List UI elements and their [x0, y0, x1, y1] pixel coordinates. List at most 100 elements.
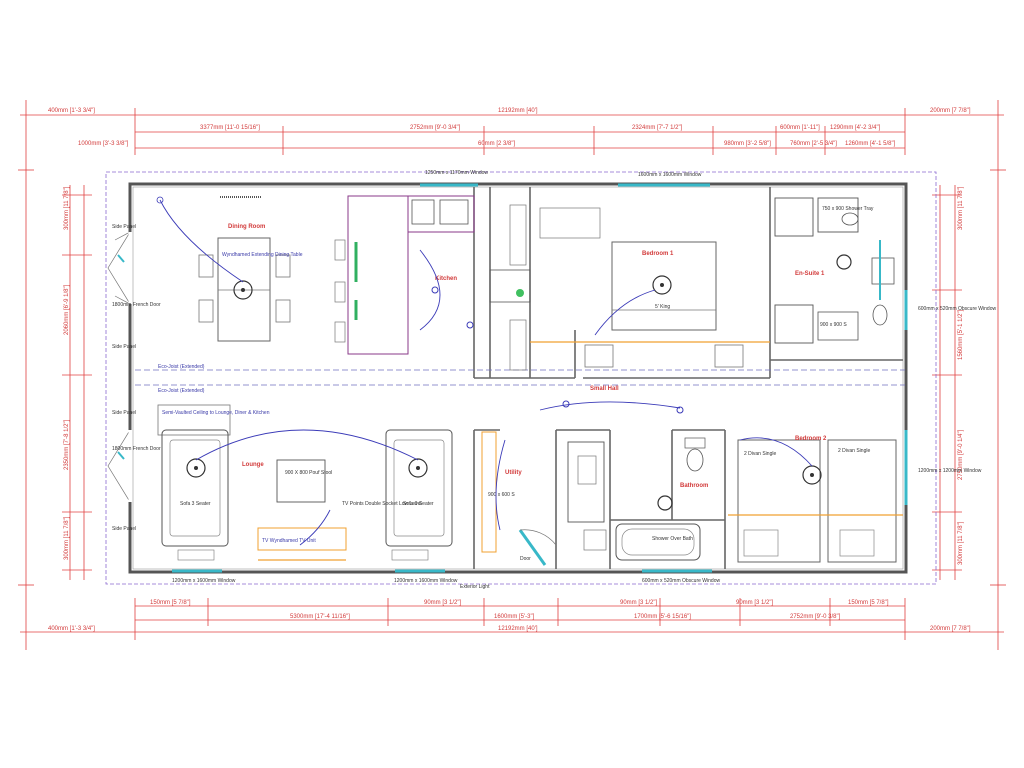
- external-walls: [128, 182, 908, 574]
- french-door-label-1: 1800mm French Door: [112, 302, 161, 308]
- pendant-light-icon: [233, 280, 253, 300]
- pouf-icon: [276, 459, 326, 503]
- bedroom-2: Bedroom 2 2 Divan Single 2 Divan Single: [728, 436, 903, 563]
- tv-unit-label: TV Wyndhamed TV Unit: [262, 538, 316, 544]
- side-panel-label-2: Side Panel: [112, 344, 136, 350]
- site-outline: [105, 171, 937, 585]
- dim-bottom-inner-2: 90mm [3 1/2"]: [424, 600, 461, 606]
- dim-bottom-inner-3: 90mm [3 1/2"]: [620, 600, 657, 606]
- window-br-label: 600mm x 520mm Obscure Window: [642, 578, 720, 584]
- window-bl-label: 1200mm x 1600mm Window: [172, 578, 236, 584]
- lounge-area: Semi-Vaulted Ceiling to Lounge, Diner & …: [157, 404, 453, 561]
- room-hall: Small Hall: [590, 386, 619, 392]
- pouf-label: 900 X 800 Pouf Stool: [285, 470, 332, 476]
- window-right2-label: 1200mm x 1200mm Window: [918, 468, 982, 474]
- dim-bottom-right: 200mm [7 7/8"]: [930, 626, 971, 632]
- dim-top-inner-5: 1260mm [4'-1 5/8"]: [845, 141, 896, 147]
- sofa1-label: Sofa 3 Seater: [180, 501, 211, 507]
- dim-bottom-inner-4: 90mm [3 1/2"]: [736, 600, 773, 606]
- room-ensuite: En-Suite 1: [795, 271, 825, 277]
- french-doors: [107, 231, 132, 503]
- dim-bottom-mid-1: 5300mm [17'-4 11/16"]: [290, 614, 350, 620]
- tv-points-label: TV Points Double Socket Low Level: [342, 501, 422, 507]
- window-right1-label: 600mm x 520mm Obscure Window: [918, 306, 996, 312]
- ensuite-unit-label: 900 x 900 S: [820, 322, 847, 328]
- bed2-right-label: 2 Divan Single: [838, 448, 870, 454]
- side-panel-label-4: Side Panel: [112, 526, 136, 532]
- dim-right-4: 300mm [11 7/8"]: [958, 521, 964, 565]
- bed-king-label: 5' King: [655, 304, 670, 310]
- dim-bottom-mid-3: 1700mm [5'-6 15/16"]: [634, 614, 691, 620]
- toilet-icon: [841, 212, 859, 226]
- dim-top-mid-4: 600mm [1'-11"]: [780, 125, 820, 131]
- sofa-right-icon: [385, 429, 453, 547]
- dim-top-right: 200mm [7 7/8"]: [930, 108, 971, 114]
- beam-top-label: Eco-Joist (Extended): [158, 364, 205, 370]
- bathroom-toilet-icon: [686, 448, 704, 472]
- dim-bottom-mid-2: 1600mm [5'-3"]: [494, 614, 535, 620]
- dim-top-total: 12192mm [40']: [498, 108, 538, 114]
- hall-area: Small Hall: [539, 386, 684, 414]
- dimension-labels: 400mm [1'-3 3/4"] 12192mm [40'] 200mm [7…: [48, 108, 971, 632]
- sink-icon: [411, 199, 435, 225]
- dim-bottom-total: 12192mm [40']: [498, 626, 538, 632]
- shower-tray-icon: [817, 197, 859, 233]
- eco-joists: Eco-Joist (Extended) Eco-Joist (Extended…: [135, 364, 905, 394]
- dim-bottom-left: 400mm [1'-3 3/4"]: [48, 626, 95, 632]
- dim-left-1: 300mm [11 7/8"]: [64, 186, 70, 230]
- door-label: Door: [520, 556, 531, 562]
- dim-bottom-mid-4: 2752mm [9'-0 3/8"]: [790, 614, 841, 620]
- window-bm-label: 1200mm x 1600mm Window: [394, 578, 458, 584]
- dim-top-inner-1: 1000mm [3'-3 3/8"]: [78, 141, 129, 147]
- window-labels: 1250mm x 1170mm Window 1600mm x 1600mm W…: [112, 170, 996, 590]
- dim-top-mid-3: 2324mm [7'-7 1/2"]: [632, 125, 683, 131]
- utility-area: Utility 900 x 600 S Door: [481, 431, 557, 566]
- dim-top-inner-3: 980mm [3'-2 5/8"]: [724, 141, 771, 147]
- bathroom-area: Shower Over Bath Bathroom: [567, 437, 708, 561]
- dim-bottom-inner-1: 150mm [5 7/8"]: [150, 600, 191, 606]
- window-top-label: 1250mm x 1170mm Window: [425, 170, 488, 176]
- side-panel-label-3: Side Panel: [112, 410, 136, 416]
- ensuite-area: 750 x 900 Shower Tray 900 x 900 S En-Sui…: [774, 197, 895, 344]
- dim-top-left: 400mm [1'-3 3/4"]: [48, 108, 95, 114]
- window-top2-label: 1600mm x 1600mm Window: [638, 172, 702, 178]
- exterior-light-label: Exterior Light: [460, 584, 490, 590]
- vaulted-ceiling-label: Semi-Vaulted Ceiling to Lounge, Diner & …: [162, 410, 270, 416]
- ceiling-light-icon: [652, 275, 672, 295]
- room-utility: Utility: [505, 470, 522, 476]
- beam-bottom-label: Eco-Joist (Extended): [158, 388, 205, 394]
- dimension-lines: [18, 100, 1006, 650]
- room-lounge: Lounge: [242, 462, 264, 468]
- room-dining: Dining Room: [228, 224, 265, 230]
- dim-right-3: 2750mm [9'-0 1/4"]: [958, 429, 964, 480]
- dim-right-1: 300mm [11 7/8"]: [958, 186, 964, 230]
- side-panel-label-1: Side Panel: [112, 224, 136, 230]
- internal-walls: [473, 187, 903, 569]
- dim-top-mid-2: 2752mm [9'-0 3/4"]: [410, 125, 461, 131]
- bath-icon: [615, 523, 701, 561]
- dim-top-mid-5: 1290mm [4'-2 3/4"]: [830, 125, 881, 131]
- dining-area: Dining Room Wyndhamed Extending Dining T…: [156, 196, 303, 342]
- dim-right-2: 1560mm [5'-1 1/2"]: [958, 309, 964, 360]
- windows: [172, 183, 908, 573]
- dim-top-inner-4: 760mm [2'-5 3/4"]: [790, 141, 837, 147]
- dim-left-3: 2350mm [7'-8 1/2"]: [64, 419, 70, 470]
- utility-unit-label: 900 x 600 S: [488, 492, 515, 498]
- sofa-left-icon: [161, 429, 229, 547]
- kitchen-area: Kitchen: [334, 195, 531, 371]
- dim-top-inner-2: 60mm [2 3/8"]: [478, 141, 515, 147]
- room-kitchen: Kitchen: [435, 276, 457, 282]
- bed2-left-label: 2 Divan Single: [744, 451, 776, 457]
- dim-top-mid-1: 3377mm [11'-0 15/16"]: [200, 125, 260, 131]
- room-bathroom: Bathroom: [680, 483, 708, 489]
- room-bedroom2: Bedroom 2: [795, 436, 827, 442]
- french-door-label-2: 1800mm French Door: [112, 446, 161, 452]
- dim-left-4: 300mm [11 7/8"]: [64, 516, 70, 560]
- room-bedroom1: Bedroom 1: [642, 251, 674, 257]
- dining-table-label: Wyndhamed Extending Dining Table: [222, 252, 303, 258]
- bath-label: Shower Over Bath: [652, 536, 693, 542]
- bedroom-1: Bedroom 1 5' King: [530, 207, 770, 368]
- dim-left-2: 2060mm [6'-9 1/8"]: [64, 284, 70, 335]
- shower-tray-label: 750 x 900 Shower Tray: [822, 206, 874, 212]
